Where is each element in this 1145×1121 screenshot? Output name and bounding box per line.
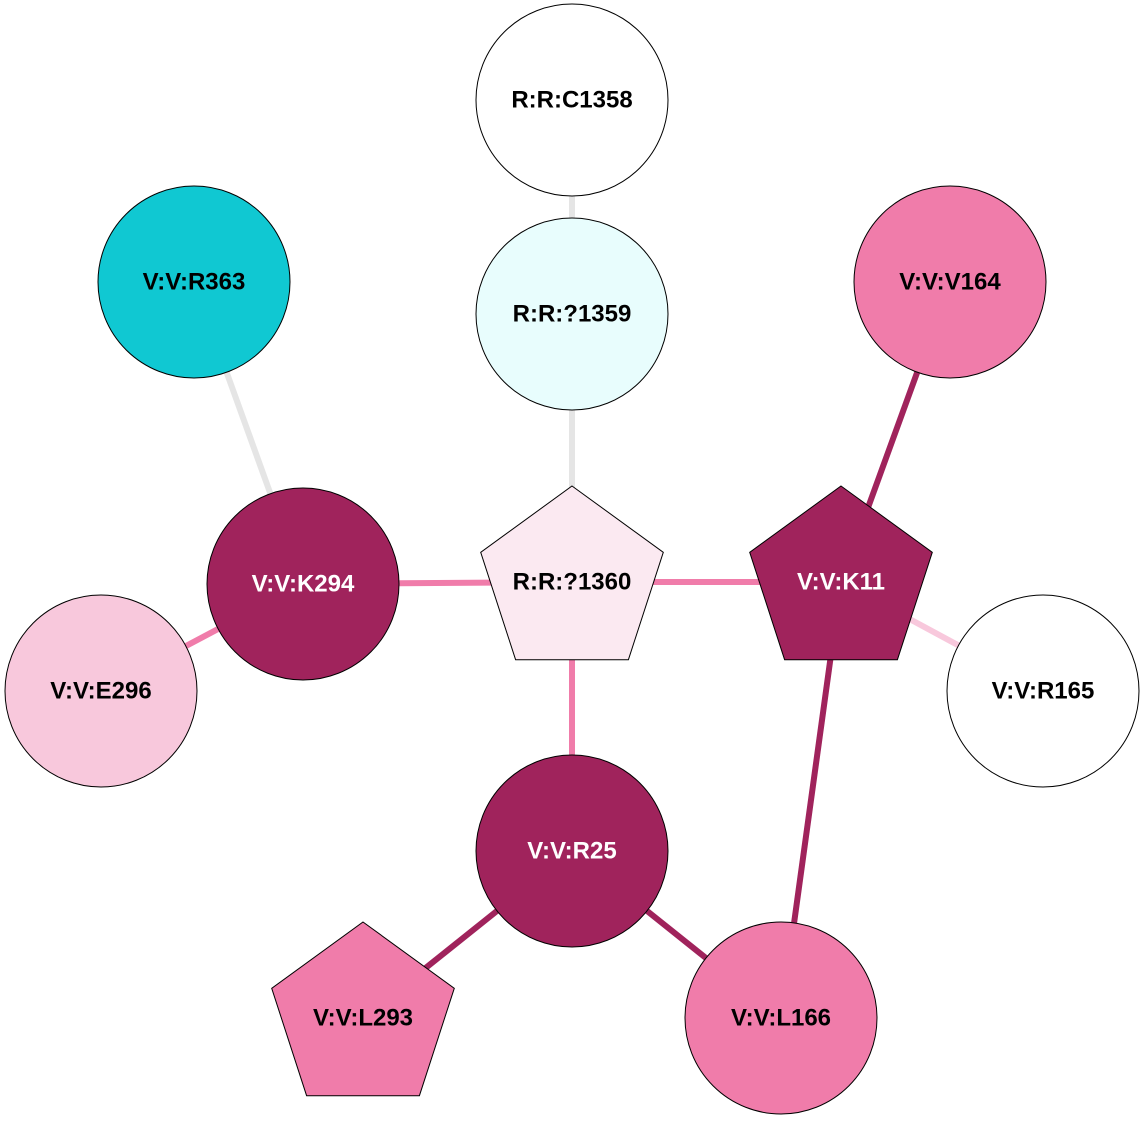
node-r-r-c1358[interactable]: R:R:C1358 (475, 3, 669, 197)
node-v-v-v164[interactable]: V:V:V164 (853, 185, 1047, 379)
node-label: V:V:K11 (797, 569, 885, 596)
node-v-v-r165[interactable]: V:V:R165 (946, 594, 1140, 788)
node-v-v-r363[interactable]: V:V:R363 (97, 185, 291, 379)
node-v-v-k11[interactable]: V:V:K11 (749, 485, 933, 661)
node-shape (206, 487, 400, 681)
node-shape (475, 754, 669, 948)
node-shape (684, 921, 878, 1115)
node-v-v-k294[interactable]: V:V:K294 (206, 487, 400, 681)
node-v-v-l166[interactable]: V:V:L166 (684, 921, 878, 1115)
node-shape (853, 185, 1047, 379)
node-label: V:V:L166 (731, 1005, 831, 1032)
node-shape (271, 921, 455, 1097)
node-r-r-1359[interactable]: R:R:?1359 (475, 217, 669, 411)
node-v-v-l293[interactable]: V:V:L293 (271, 921, 455, 1097)
node-label: V:V:L293 (313, 1005, 413, 1032)
node-shape (946, 594, 1140, 788)
node-shape (480, 485, 664, 661)
node-shape (749, 485, 933, 661)
node-shape (4, 594, 198, 788)
node-label: V:V:R363 (143, 269, 246, 296)
node-r-r-1360[interactable]: R:R:?1360 (480, 485, 664, 661)
node-label: R:R:?1360 (513, 569, 632, 596)
node-v-v-e296[interactable]: V:V:E296 (4, 594, 198, 788)
node-label: V:V:R25 (527, 838, 616, 865)
node-label: V:V:E296 (50, 678, 151, 705)
node-label: R:R:C1358 (511, 87, 632, 114)
node-label: V:V:K294 (252, 571, 355, 598)
node-v-v-r25[interactable]: V:V:R25 (475, 754, 669, 948)
node-label: V:V:R165 (992, 678, 1095, 705)
node-shape (475, 3, 669, 197)
node-label: R:R:?1359 (513, 301, 632, 328)
node-shape (97, 185, 291, 379)
node-shape (475, 217, 669, 411)
node-label: V:V:V164 (899, 269, 1001, 296)
